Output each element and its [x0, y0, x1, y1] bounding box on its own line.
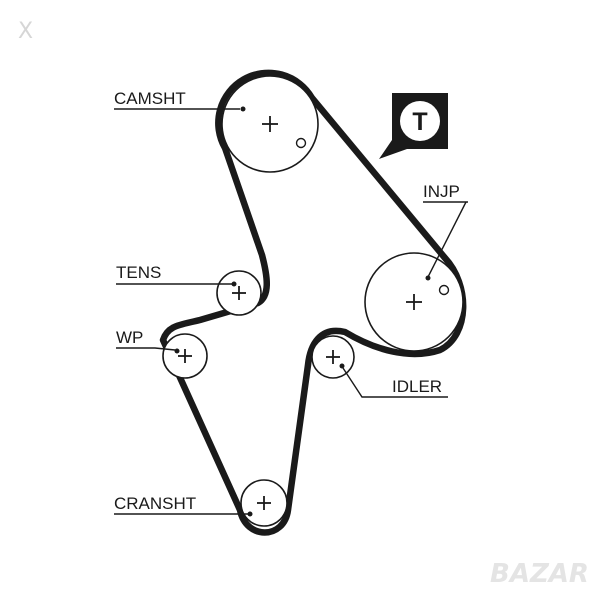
label-crankshaft: CRANSHT — [114, 494, 196, 513]
camshaft-pulley — [221, 75, 319, 173]
t-badge-letter: T — [412, 108, 427, 136]
label-camshaft: CAMSHT — [114, 89, 186, 108]
t-badge-icon: T — [379, 93, 448, 159]
watermark-logo: BAZAR — [490, 559, 589, 589]
leader-water-pump — [116, 347, 176, 351]
timing-mark-icon — [438, 284, 450, 296]
close-icon[interactable]: X — [18, 19, 33, 44]
water-pump-pulley — [162, 333, 208, 379]
tensioner-pulley — [216, 270, 262, 316]
crankshaft-pulley — [240, 479, 288, 527]
leader-injection-pump — [427, 201, 467, 278]
idler-pulley — [311, 335, 355, 379]
injection-pump-pulley — [364, 252, 464, 352]
label-tensioner: TENS — [116, 263, 161, 282]
label-idler: IDLER — [392, 377, 442, 396]
label-injection-pump: INJP — [423, 182, 460, 201]
leader-idler — [342, 367, 448, 398]
timing-belt — [159, 69, 467, 536]
label-water-pump: WP — [116, 328, 143, 347]
timing-mark-icon — [295, 137, 307, 149]
